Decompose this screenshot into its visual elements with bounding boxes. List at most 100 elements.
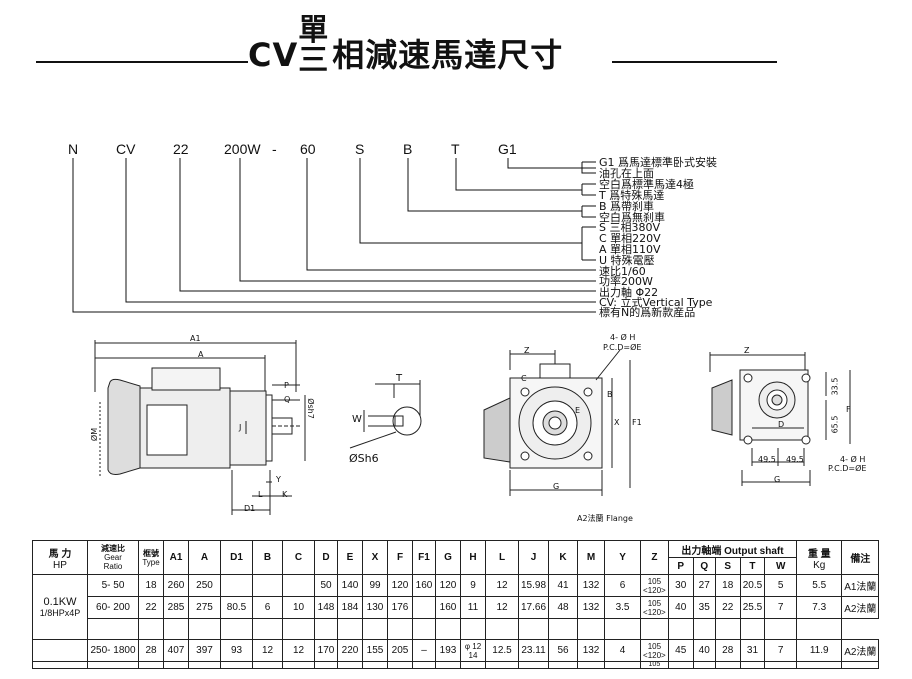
cell	[435, 618, 461, 640]
bracket-g1	[581, 162, 596, 174]
dim-phi-sh6: ØSh6	[349, 452, 379, 465]
th-col: B	[252, 540, 283, 575]
leader-22	[179, 158, 596, 292]
title-rest: 相減速馬達尺寸	[332, 36, 564, 74]
cell	[485, 618, 519, 640]
th-col: C	[282, 540, 315, 575]
cell: 7	[764, 596, 798, 619]
model-code-leaders	[72, 158, 596, 313]
table-row-empty	[33, 618, 879, 640]
dim-d: D	[778, 420, 785, 429]
legend-item: B 爲帶刹車	[599, 200, 655, 213]
cell: 160	[412, 574, 436, 597]
cell: 193	[435, 639, 461, 662]
cell: 140	[337, 574, 363, 597]
cell	[412, 596, 436, 619]
cell	[138, 618, 164, 640]
legend-item: 油孔在上面	[599, 167, 654, 180]
cell: 132	[577, 574, 606, 597]
legend-item: 功率200W	[599, 275, 653, 288]
cell: 80.5	[220, 596, 253, 619]
th-col: E	[337, 540, 363, 575]
cell: 41	[548, 574, 579, 597]
shaft-key-view	[349, 380, 422, 449]
cell: 120	[435, 574, 461, 597]
cell: 27	[692, 574, 716, 597]
flange-a1-front-view	[709, 352, 851, 486]
cell	[163, 618, 189, 640]
leader-s	[359, 158, 582, 244]
table-row-cut: 105	[32, 661, 880, 669]
cell: 56	[548, 639, 579, 662]
flange-a2-front-view	[483, 349, 631, 496]
cell: 23.11	[517, 639, 550, 662]
dim-y: Y	[276, 475, 281, 484]
legend-item: 空白爲無刹車	[599, 211, 665, 224]
th-col: K	[548, 540, 579, 575]
th-note: 備注	[841, 540, 880, 575]
dim-f1: F1	[632, 418, 642, 427]
cell	[32, 639, 88, 662]
dim-f: F	[846, 405, 851, 414]
cell	[739, 618, 766, 640]
code-cv: CV	[116, 141, 136, 157]
th-col: H	[460, 540, 486, 575]
cell: 9	[460, 574, 486, 597]
cell: 28	[714, 639, 741, 662]
cell: 30	[667, 574, 694, 597]
th-output-shaft: 出力軸端 Output shaft	[667, 540, 798, 558]
cell: 50	[314, 574, 338, 597]
cell	[252, 574, 283, 597]
dim-g2: G	[774, 475, 781, 484]
th-shaft-col: W	[764, 557, 798, 575]
legend-item: U 特殊電壓	[599, 254, 655, 267]
cell	[282, 618, 315, 640]
cell	[220, 618, 253, 640]
cell	[577, 618, 606, 640]
dim-z2: Z	[744, 346, 750, 355]
code-g1: G1	[498, 141, 517, 157]
cell: 5	[764, 574, 798, 597]
cell: 18	[138, 574, 164, 597]
pcd-note-a2: P.C.D=ØE	[603, 343, 642, 352]
leader-n	[72, 158, 596, 313]
cell: 7.3	[796, 596, 843, 619]
cell: 132	[577, 639, 606, 662]
cell	[604, 618, 642, 640]
th-col: J	[517, 540, 550, 575]
legend-item: 出力軸 Φ22	[599, 286, 659, 299]
cell: A2法蘭	[841, 639, 880, 662]
cell: 15.98	[517, 574, 550, 597]
cell	[640, 618, 669, 640]
cell: 220	[337, 639, 363, 662]
leader-200w	[239, 158, 596, 282]
dim-phi-m: ØM	[90, 427, 100, 442]
cell: 5.5	[796, 574, 843, 597]
cell: 17.66	[517, 596, 550, 619]
cell	[220, 574, 253, 597]
dim-a1: A1	[190, 334, 201, 343]
dim-j: J	[239, 423, 242, 432]
cell: 250- 1800	[87, 639, 139, 662]
code-n: N	[68, 141, 79, 157]
code-200w: 200W	[224, 141, 261, 157]
leader-g1	[507, 158, 596, 169]
th-col: A	[188, 540, 221, 575]
legend-item: 速比1/60	[599, 265, 646, 278]
title-rule-right	[612, 61, 777, 63]
dim-l: L	[258, 490, 263, 499]
leader-60	[306, 158, 596, 271]
th-col: D	[314, 540, 338, 575]
cell: 130	[362, 596, 388, 619]
cell	[714, 618, 741, 640]
leader-b	[407, 158, 582, 212]
th-col: X	[362, 540, 388, 575]
cell: 28	[138, 639, 164, 662]
